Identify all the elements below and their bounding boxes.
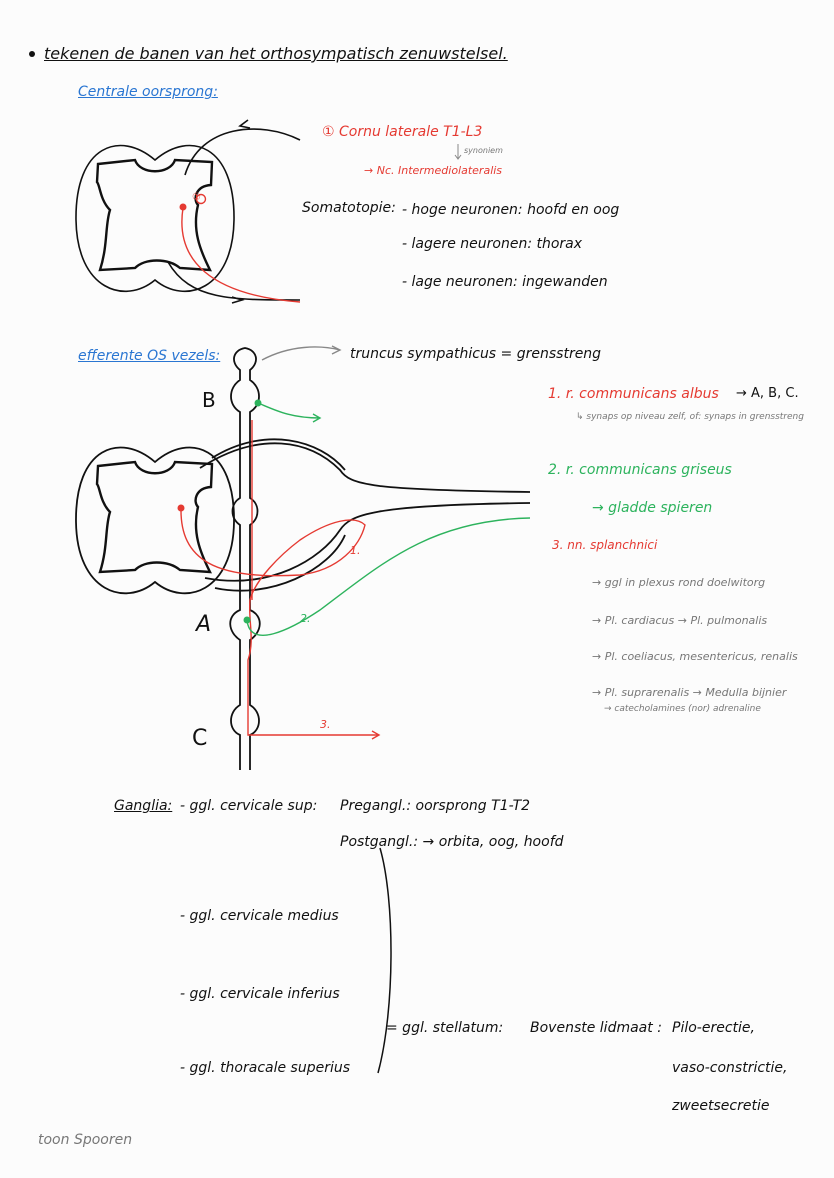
gray-arrow [261, 345, 342, 361]
ganglia-label: Ganglia: [114, 798, 173, 814]
item-2-note: → gladde spieren [592, 500, 713, 516]
down-arrow-icon [454, 144, 462, 160]
red-pathway-2 [180, 420, 381, 740]
path-label-1: 1. [350, 544, 361, 557]
nucleus-text: → Nc. Intermediolateralis [364, 164, 503, 177]
item-3-note: → catecholamines (nor) adrenaline [604, 704, 761, 714]
ganglion-inferius: - ggl. cervicale inferius [180, 986, 340, 1002]
item-1-note: ↳ synaps op niveau zelf, of: synaps in g… [576, 412, 804, 422]
truncus-label: truncus sympathicus = grensstreng [350, 346, 602, 362]
pregangl-text: Pregangl.: oorsprong T1-T2 [340, 798, 531, 814]
spinal-cord-diagram-1 [75, 119, 301, 304]
somatotopie-item: - lagere neuronen: thorax [402, 236, 583, 252]
item-3-note: → Pl. cardiacus → Pl. pulmonalis [592, 614, 768, 627]
origin-text: ① Cornu laterale T1-L3 [322, 124, 483, 140]
somatotopie-item: - lage neuronen: ingewanden [402, 274, 608, 290]
ganglion-sup: - ggl. cervicale sup: [180, 798, 318, 814]
effect-item: zweetsecretie [672, 1098, 770, 1114]
label-b: B [202, 388, 216, 412]
path-label-3: 3. [320, 718, 331, 731]
ganglion-medius: - ggl. cervicale medius [180, 908, 339, 924]
neuron-dot [179, 203, 187, 211]
ganglion-stellatum: = ggl. stellatum: [386, 1020, 504, 1036]
label-a: A [196, 612, 212, 637]
somatotopie-label: Somatotopie: [302, 200, 396, 216]
red-pathway-1 [181, 193, 301, 303]
lidmaat-label: Bovenste lidmaat : [530, 1020, 662, 1036]
ganglion-thoracale: - ggl. thoracale superius [180, 1060, 351, 1076]
bracket [377, 847, 392, 1074]
item-3-note: → Pl. coeliacus, mesentericus, renalis [592, 650, 798, 663]
label-c: C [192, 726, 208, 751]
path-label-2: 2. [300, 612, 311, 625]
signature: toon Spooren [38, 1132, 133, 1148]
postgangl-text: Postgangl.: → orbita, oog, hoofd [340, 834, 564, 850]
somatotopie-item: - hoge neuronen: hoofd en oog [402, 202, 620, 218]
section-heading-efferent: efferente OS vezels: [78, 348, 221, 364]
arrow-note: synoniem [464, 146, 503, 155]
item-3-title: 3. nn. splanchnici [552, 538, 658, 552]
effect-item: Pilo-erectie, [672, 1020, 755, 1036]
item-1-title: 1. r. communicans albus [548, 386, 719, 402]
page-title: tekenen de banen van het orthosympatisch… [44, 44, 508, 63]
item-3-note: → Pl. suprarenalis → Medulla bijnier [592, 686, 787, 699]
item-2-title: 2. r. communicans griseus [548, 462, 732, 478]
ganglion-dot [243, 616, 251, 624]
neuron-dot [177, 504, 185, 512]
marker-label: ① [192, 192, 201, 203]
ganglion-dot [254, 399, 262, 407]
item-1-suffix: → A, B, C. [736, 386, 799, 401]
effect-item: vaso-constrictie, [672, 1060, 788, 1076]
sympathetic-trunk-diagram [75, 347, 531, 770]
bullet-icon [29, 51, 35, 57]
item-3-note: → ggl in plexus rond doelwitorg [592, 576, 766, 589]
green-pathway-2 [246, 402, 531, 636]
section-heading-central: Centrale oorsprong: [78, 84, 218, 100]
